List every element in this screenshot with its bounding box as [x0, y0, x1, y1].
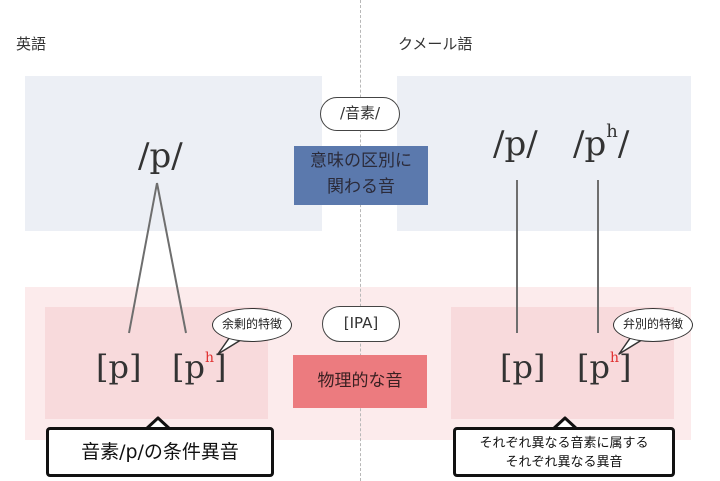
phoneme-definition-box: 意味の区別に 関わる音 — [294, 146, 428, 205]
ipa-bubble: [IPA] — [322, 306, 400, 342]
english-label: 英語 — [16, 35, 47, 53]
english-phoneme-p: /p/ — [138, 136, 183, 176]
english-feature-bubble: 余剰的特徴 — [212, 308, 292, 342]
english-line-to-ph — [156, 182, 187, 334]
phoneme-band-right — [397, 76, 691, 231]
khmer-allophone-ph: [ph] — [577, 348, 631, 386]
khmer-ph-allophone-base: [p — [577, 348, 610, 386]
khmer-phoneme-aspiration: h — [606, 121, 618, 142]
khmer-callout: それぞれ異なる音素に属する それぞれ異なる異音 — [453, 427, 675, 477]
english-ph-base: [p — [172, 348, 205, 386]
khmer-phoneme-ph: /ph/ — [573, 121, 630, 164]
khmer-label: クメール語 — [398, 35, 473, 53]
phoneme-bubble: /音素/ — [320, 97, 400, 131]
khmer-feature-bubble: 弁別的特徴 — [613, 308, 693, 342]
phoneme-definition-line1: 意味の区別に — [310, 151, 412, 171]
phoneme-band-left — [25, 76, 322, 231]
center-divider — [360, 0, 361, 481]
khmer-ph-allophone-close: ] — [619, 348, 632, 386]
english-allophone-p: [p] — [96, 348, 142, 386]
khmer-phoneme-p: /p/ — [493, 124, 538, 164]
physical-sound-box: 物理的な音 — [293, 355, 427, 408]
khmer-callout-line2: それぞれ異なる異音 — [505, 455, 623, 470]
english-aspiration: h — [204, 350, 214, 366]
english-allophone-ph: [ph] — [172, 348, 226, 386]
khmer-ph-base: /p — [573, 124, 607, 164]
english-ph-close: ] — [214, 348, 227, 386]
phoneme-definition-line2: 関わる音 — [327, 177, 395, 197]
english-line-to-p — [128, 182, 158, 334]
khmer-ph-close: / — [617, 124, 630, 164]
khmer-aspiration: h — [609, 350, 619, 366]
khmer-allophone-p: [p] — [500, 348, 546, 386]
english-callout: 音素/p/の条件異音 — [46, 427, 274, 477]
khmer-callout-line1: それぞれ異なる音素に属する — [479, 436, 649, 451]
